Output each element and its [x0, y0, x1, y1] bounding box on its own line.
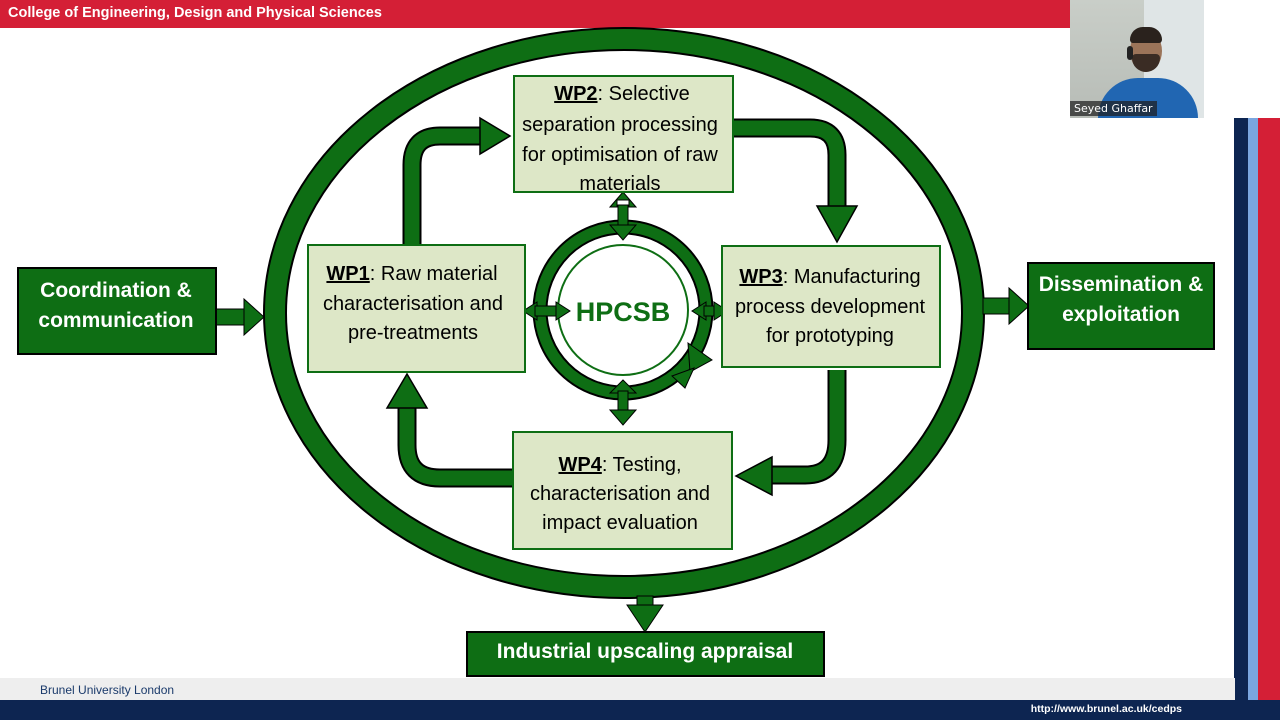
wp3-rest: : Manufacturing: [783, 266, 921, 288]
wp3-line2: process development: [735, 296, 926, 318]
wp1-box: WP1: Raw material characterisation and p…: [307, 244, 526, 373]
stripe-red: [1258, 118, 1280, 700]
dissemination-line2: exploitation: [1062, 303, 1180, 326]
wp4-line2: characterisation and: [530, 483, 710, 505]
wp2-line2: separation processing: [522, 114, 718, 136]
dissemination-line1: Dissemination &: [1039, 273, 1204, 296]
wp2-line4: materials: [579, 173, 660, 195]
svg-text:WP3: Manufacturing: WP3: Manufacturing: [739, 266, 920, 288]
stripe-blue: [1248, 118, 1258, 700]
dissemination-box: Dissemination & exploitation: [1027, 262, 1215, 350]
coordination-line1: Coordination &: [40, 279, 192, 302]
upscaling-box: Industrial upscaling appraisal: [466, 631, 825, 677]
participant-beard: [1132, 54, 1160, 72]
hpcsb-diagram: HPCSB WP2: Selective separation processi…: [17, 27, 1215, 677]
wp4-line3: impact evaluation: [542, 512, 698, 534]
inner-ring-arrowhead-bottom: [671, 367, 695, 389]
wp2-line3: for optimisation of raw: [522, 144, 718, 166]
wp2-tag: WP2: [554, 83, 597, 105]
footer-band: [0, 678, 1235, 700]
inner-ring-arrowhead-top: [687, 341, 713, 373]
wp4-rest: : Testing,: [602, 454, 682, 476]
footer-url[interactable]: http://www.brunel.ac.uk/cedps: [1030, 703, 1182, 715]
svg-text:WP4: Testing,: WP4: Testing,: [558, 454, 681, 476]
participant-hair: [1130, 27, 1162, 43]
center-label: HPCSB: [576, 297, 671, 327]
outer-connectors: [215, 286, 1030, 633]
wp1-line2: characterisation and: [323, 293, 503, 315]
participant-video-tile[interactable]: Seyed Ghaffar: [1070, 0, 1204, 118]
side-stripes: [1234, 118, 1280, 700]
wp1-tag: WP1: [326, 263, 369, 285]
outer-ring-fill: [265, 29, 983, 597]
wp2-rest: : Selective: [598, 83, 690, 105]
coordination-line2: communication: [38, 309, 193, 332]
coordination-box: Coordination & communication: [17, 267, 217, 355]
header-title: College of Engineering, Design and Physi…: [8, 5, 382, 21]
wp2-box: WP2: Selective separation processing for…: [513, 75, 734, 195]
bottom-bar: [0, 700, 1280, 720]
cycle-arrowheads: [385, 116, 859, 497]
wp1-line3: pre-treatments: [348, 322, 478, 344]
headset-icon: [1127, 46, 1133, 60]
stripe-navy: [1234, 118, 1248, 700]
participant-name: Seyed Ghaffar: [1070, 101, 1157, 116]
svg-text:WP1: Raw material: WP1: Raw material: [326, 263, 497, 285]
wp3-line3: for prototyping: [766, 325, 894, 347]
wp3-box: WP3: Manufacturing process development f…: [721, 245, 941, 368]
wp4-tag: WP4: [558, 454, 602, 476]
wp3-tag: WP3: [739, 266, 782, 288]
wp1-rest: : Raw material: [370, 263, 498, 285]
svg-text:WP2: Selective: WP2: Selective: [554, 83, 690, 105]
wp4-box: WP4: Testing, characterisation and impac…: [512, 431, 733, 550]
university-logo-text: Brunel University London: [40, 683, 175, 697]
cycle-arrows-green: [399, 120, 845, 486]
upscaling-label: Industrial upscaling appraisal: [497, 640, 793, 663]
header-bar: College of Engineering, Design and Physi…: [0, 0, 1070, 28]
